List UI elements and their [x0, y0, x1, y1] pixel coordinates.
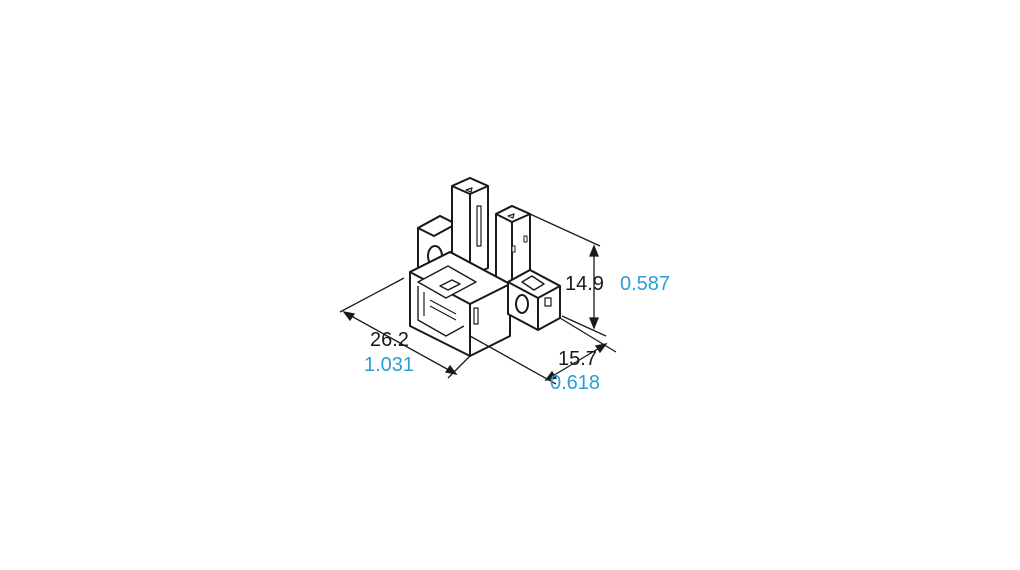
- depth-inch-label: 0.618: [550, 372, 601, 394]
- emitter-arrow-icon: [465, 187, 473, 193]
- width-mm-label: 26.2: [370, 329, 409, 351]
- depth-mm-label: 15.7: [558, 348, 597, 370]
- height-inch-label: 0.587: [620, 273, 671, 295]
- right-mounting-hole-icon: [515, 294, 529, 314]
- dimension-lines: [339, 213, 617, 385]
- width-inch-label: 1.031: [364, 354, 415, 376]
- connector-housing: [409, 251, 511, 357]
- right-mounting-block: [507, 269, 561, 331]
- receiver-arrow-icon: [507, 213, 515, 219]
- height-mm-label: 14.9: [565, 273, 604, 295]
